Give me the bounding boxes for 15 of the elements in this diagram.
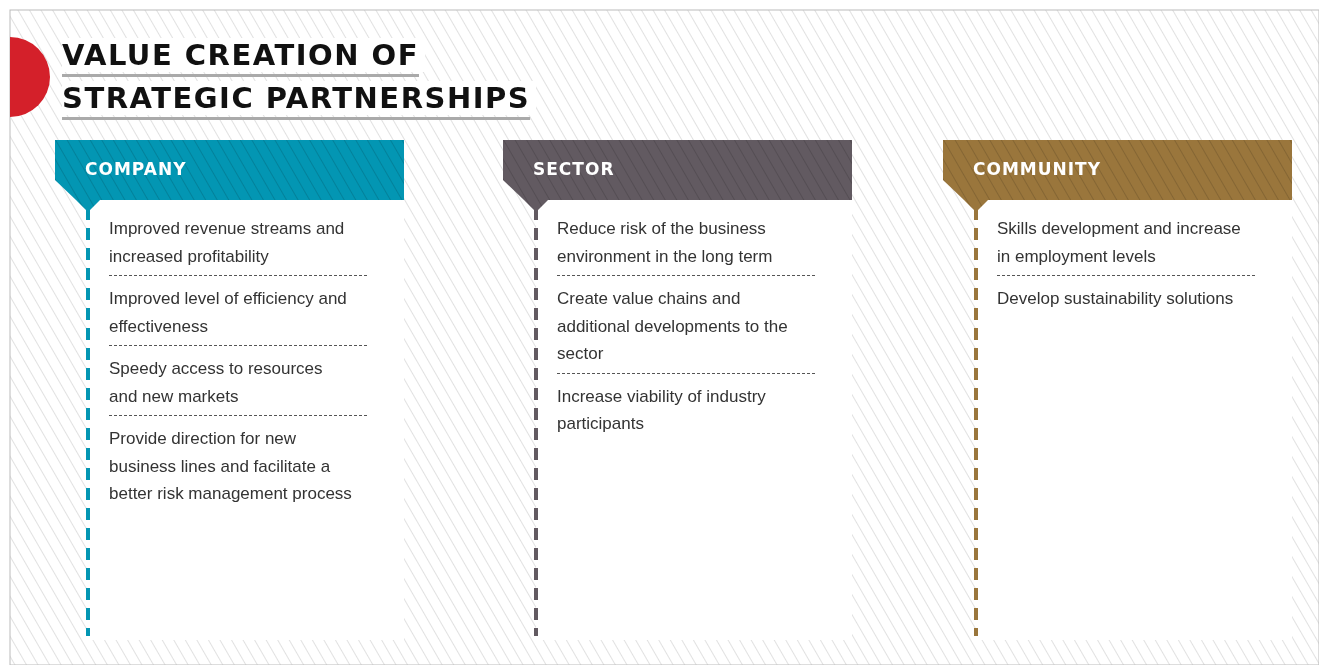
benefit-text: Improved level of efficiency and effectiveness [109, 285, 367, 346]
column-card [503, 140, 852, 640]
column-heading: COMMUNITY [973, 159, 1102, 179]
column-heading: COMPANY [85, 159, 187, 179]
benefit-text: Reduce risk of the business environment in the long term [557, 215, 815, 276]
column-card [943, 140, 1292, 640]
column-heading: SECTOR [533, 159, 615, 179]
column-card [55, 140, 404, 640]
benefit-text: Increase viability of industry participants [557, 385, 767, 435]
benefit-text: Skills development and increase in employment levels [997, 215, 1255, 276]
benefit-text: Create value chains and additional developments to the sector [557, 285, 815, 374]
benefit-text: Provide direction for new business lines and facilitate a better risk management process [109, 428, 353, 505]
benefit-text: Improved revenue streams and increased profitability [109, 215, 367, 276]
benefit-text: Speedy access to resources and new markets [109, 355, 367, 416]
benefit-text: Develop sustainability solutions [997, 288, 1235, 310]
